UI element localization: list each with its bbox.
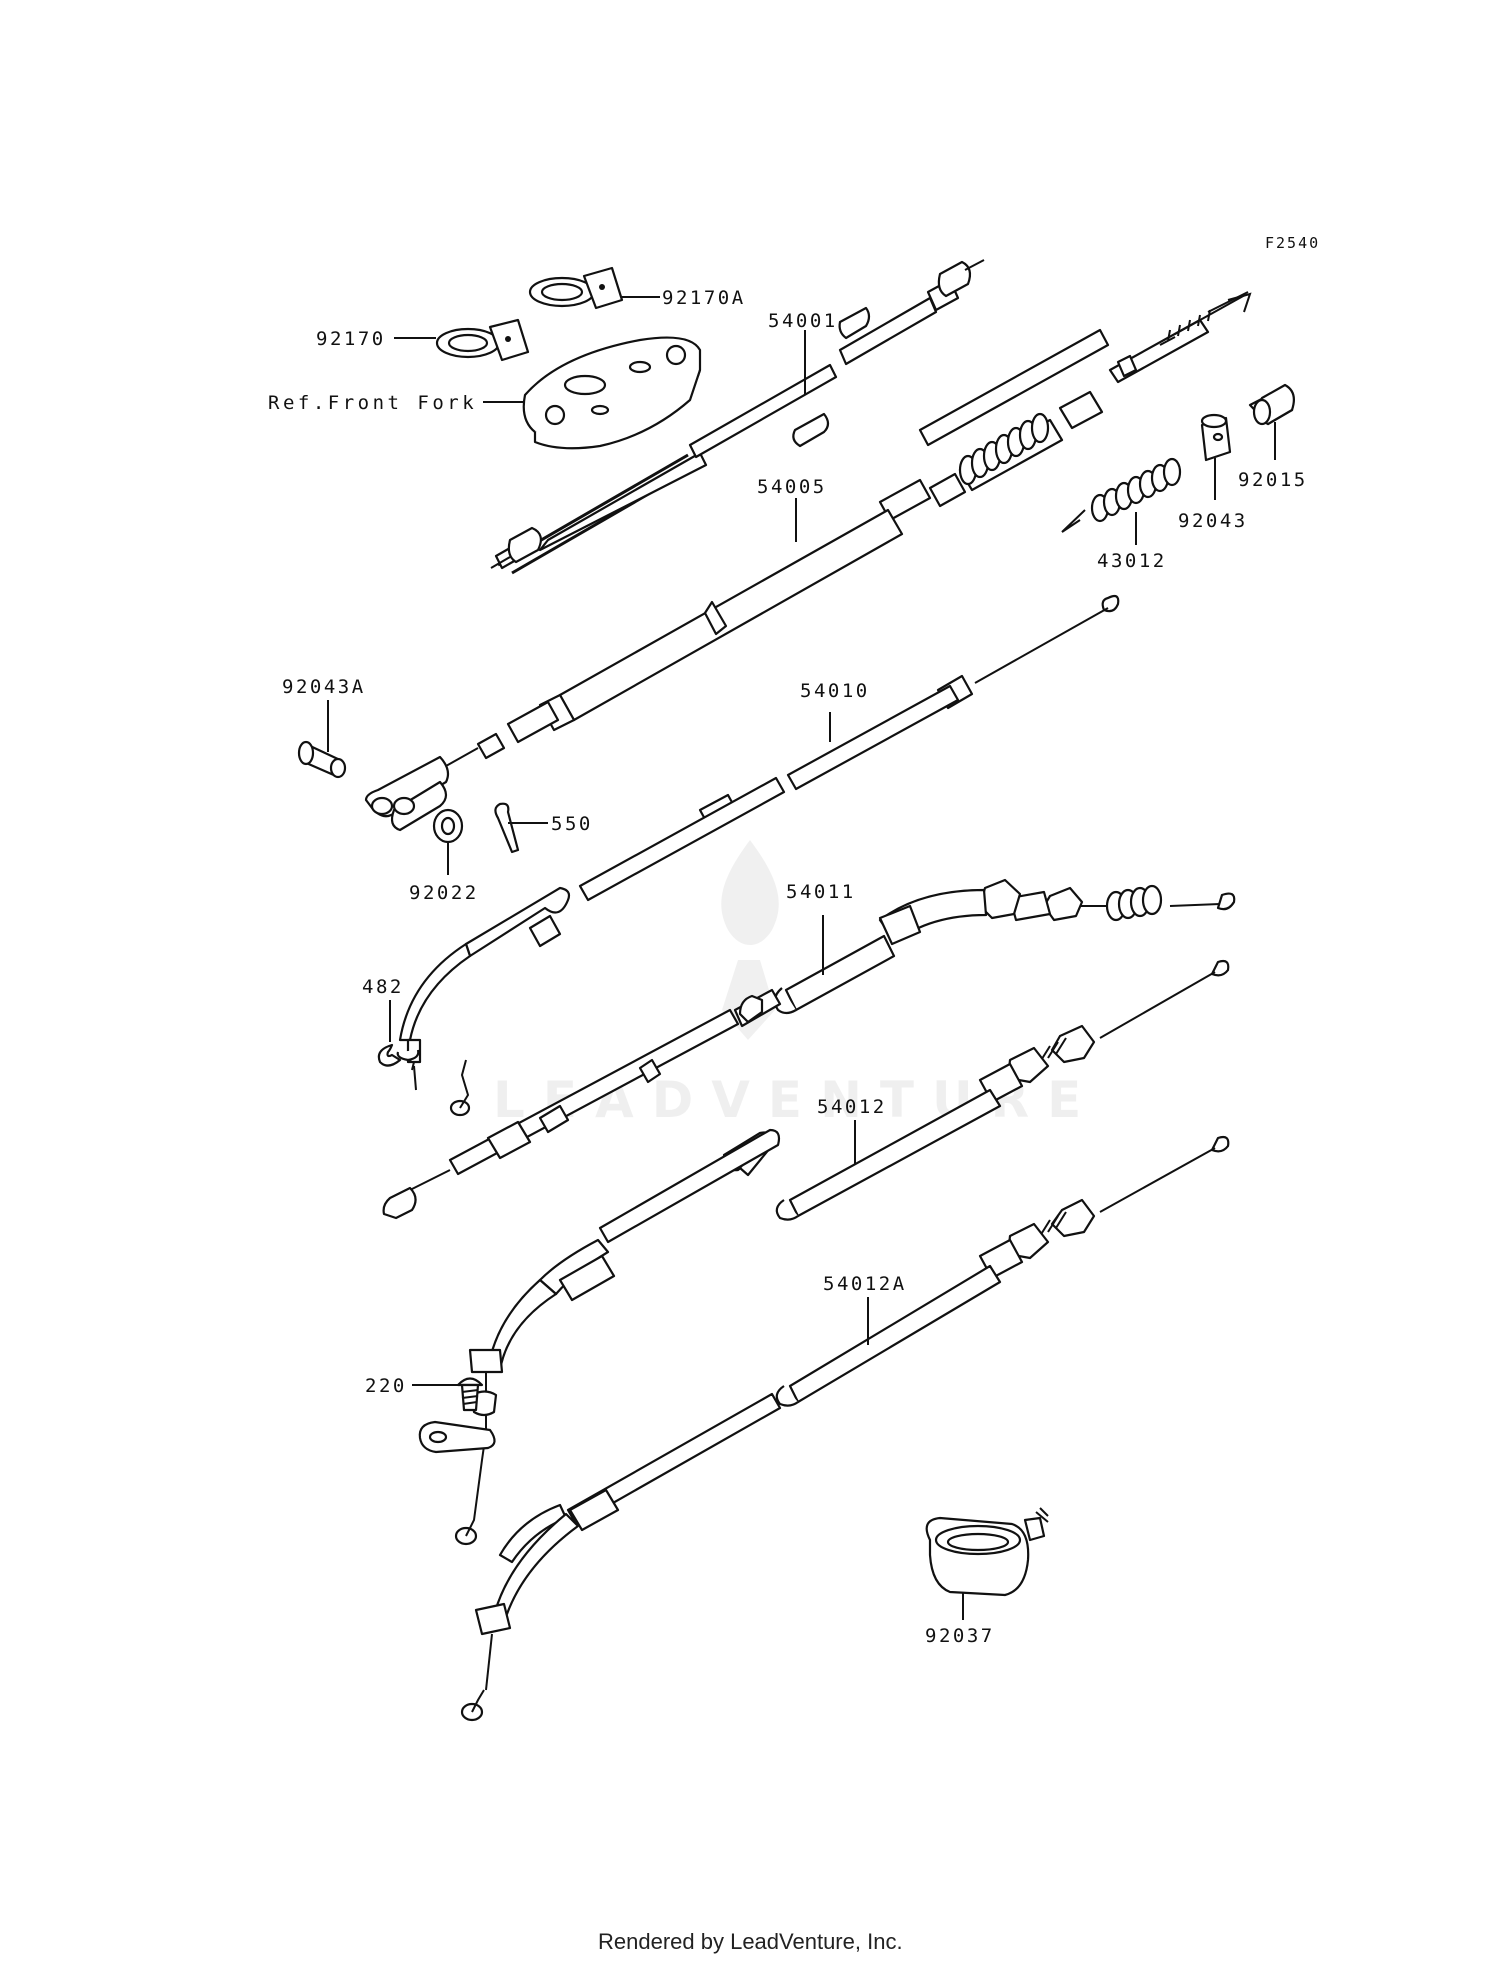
callout-92043A: 92043A bbox=[282, 676, 366, 698]
callout-92043: 92043 bbox=[1178, 510, 1248, 532]
cotter-pin-550 bbox=[494, 802, 548, 854]
callout-92170: 92170 bbox=[316, 328, 386, 350]
callout-54010: 54010 bbox=[800, 680, 870, 702]
cable-54005-boot bbox=[958, 412, 1050, 486]
callout-92022: 92022 bbox=[409, 882, 479, 904]
nut-92015 bbox=[1248, 383, 1295, 460]
callout-54005: 54005 bbox=[757, 476, 827, 498]
clamp-plate bbox=[418, 1420, 496, 1454]
callout-482: 482 bbox=[362, 976, 404, 998]
callout-ref-front-fork: Ref.Front Fork bbox=[268, 392, 477, 414]
figure-code: F2540 bbox=[1265, 234, 1320, 252]
callout-54012: 54012 bbox=[817, 1096, 887, 1118]
cable-54005 bbox=[364, 291, 1252, 832]
washer-92022 bbox=[432, 808, 464, 875]
clip-482 bbox=[377, 1000, 402, 1067]
watermark-flame-icon bbox=[721, 840, 779, 1040]
cable-54010 bbox=[396, 594, 1120, 1117]
bracket-92170A bbox=[528, 266, 660, 310]
screw-220 bbox=[412, 1377, 484, 1412]
callout-54011: 54011 bbox=[786, 881, 856, 903]
grommet-92037 bbox=[925, 1507, 1049, 1620]
cable-54012 bbox=[382, 959, 1230, 1221]
callout-550: 550 bbox=[551, 813, 593, 835]
callout-92037: 92037 bbox=[925, 1625, 995, 1647]
callout-220: 220 bbox=[365, 1375, 407, 1397]
pin-92043A bbox=[297, 700, 347, 779]
callout-92015: 92015 bbox=[1238, 469, 1308, 491]
cable-54001 bbox=[490, 259, 985, 575]
nut-92043 bbox=[1200, 413, 1232, 500]
callout-54012A: 54012A bbox=[823, 1273, 907, 1295]
footer-credit: Rendered by LeadVenture, Inc. bbox=[598, 1929, 903, 1954]
callout-54001: 54001 bbox=[768, 310, 838, 332]
callout-92170A: 92170A bbox=[662, 287, 746, 309]
bracket-92170 bbox=[394, 318, 530, 362]
cable-lower-routing bbox=[460, 1392, 782, 1722]
front-fork-bracket bbox=[483, 336, 702, 450]
cable-54012A bbox=[454, 1128, 1230, 1564]
spring-43012 bbox=[1061, 457, 1182, 545]
cable-54011 bbox=[773, 878, 1236, 1015]
callout-43012: 43012 bbox=[1097, 550, 1167, 572]
